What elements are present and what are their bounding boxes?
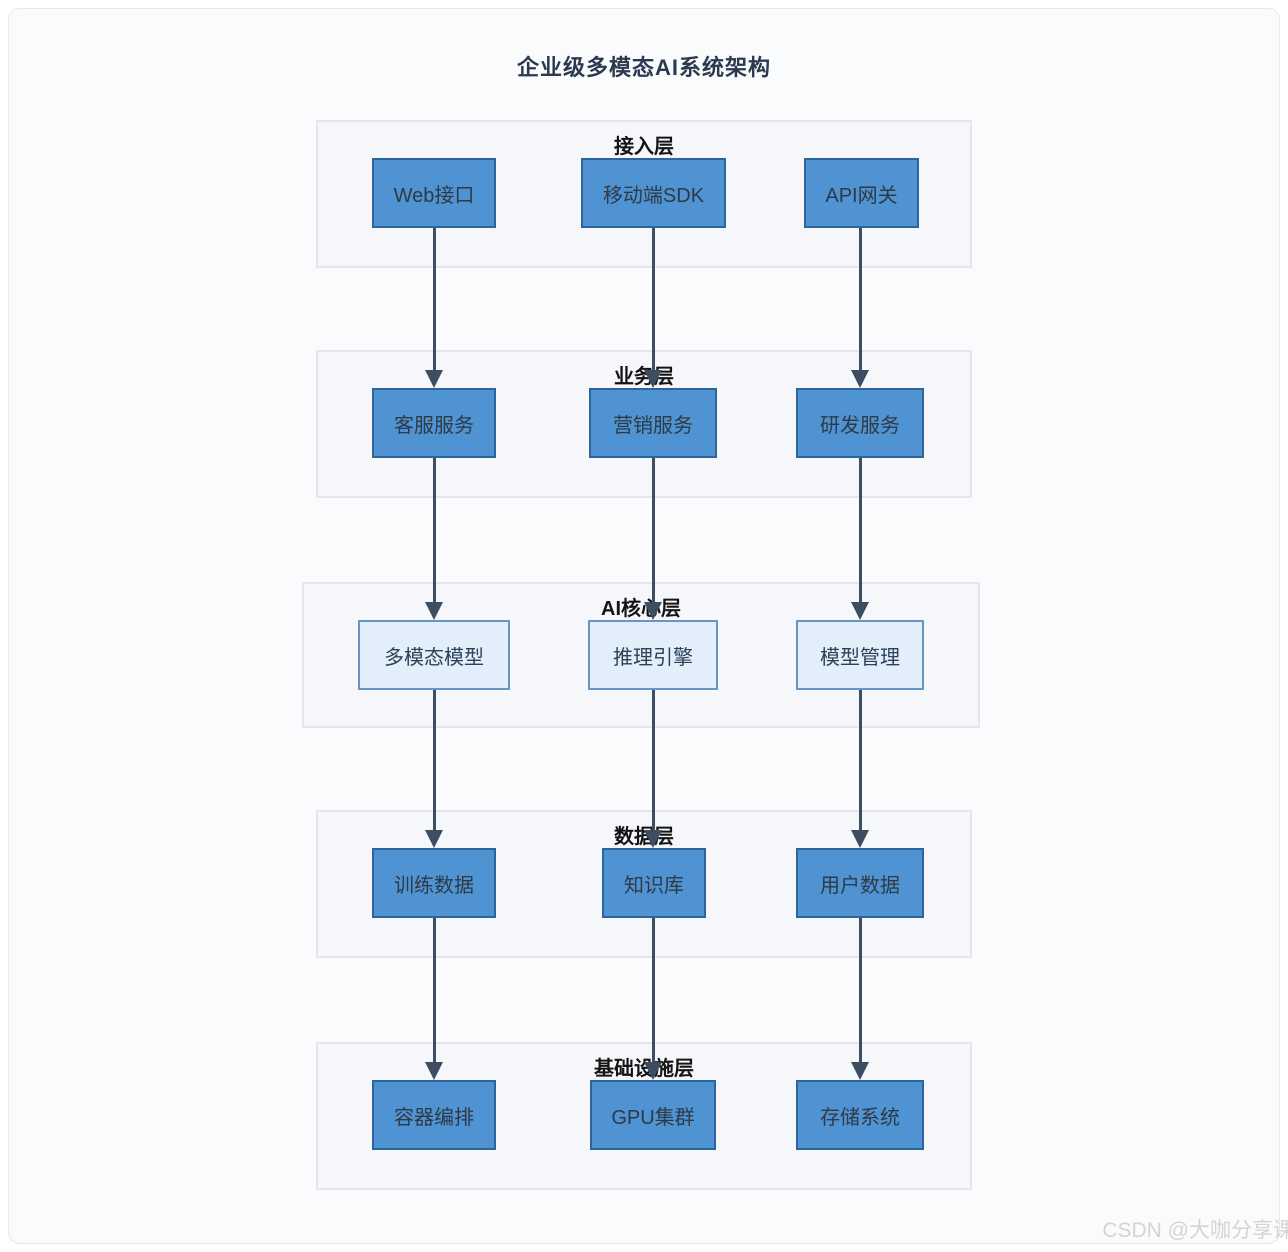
flow-arrow-customer-to-multimodal [425,458,443,620]
node-marketing-service: 营销服务 [589,388,717,458]
flow-arrow-inference-to-knowledge [644,690,662,848]
node-multimodal-model: 多模态模型 [358,620,510,690]
panel-label-ai-core-layer: AI核心层 [601,598,681,620]
panel-label-access-layer: 接入层 [614,136,674,158]
node-gpu-cluster: GPU集群 [590,1080,716,1150]
watermark-text: CSDN @大咖分享课 [1102,1219,1288,1242]
flow-arrow-api-to-rd [851,228,869,388]
diagram-title: 企业级多模态AI系统架构 [516,55,771,80]
node-model-management: 模型管理 [796,620,924,690]
flow-arrow-userdata-to-storage [851,918,869,1080]
node-knowledge-base: 知识库 [602,848,706,918]
flow-arrow-modelmgmt-to-userdata [851,690,869,848]
flow-arrow-multimodal-to-training [425,690,443,848]
flow-arrow-rd-to-modelmgmt [851,458,869,620]
flow-arrow-web-to-customer [425,228,443,388]
node-customer-service: 客服服务 [372,388,496,458]
node-api-gateway: API网关 [804,158,919,228]
node-container-orchestration: 容器编排 [372,1080,496,1150]
node-storage-system: 存储系统 [796,1080,924,1150]
flow-arrow-marketing-to-inference [644,458,662,620]
node-rd-service: 研发服务 [796,388,924,458]
node-inference-engine: 推理引擎 [588,620,718,690]
node-web-interface: Web接口 [372,158,496,228]
flow-arrow-knowledge-to-gpu [644,918,662,1080]
node-user-data: 用户数据 [796,848,924,918]
node-training-data: 训练数据 [372,848,496,918]
flow-arrow-training-to-container [425,918,443,1080]
node-mobile-sdk: 移动端SDK [581,158,726,228]
flow-arrow-sdk-to-marketing [644,228,662,388]
